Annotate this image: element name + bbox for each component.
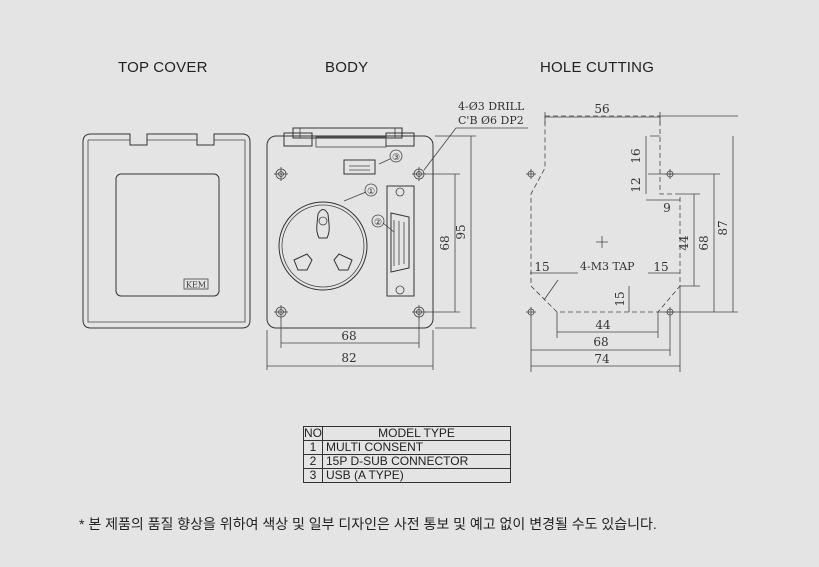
dim-hc-9: 9 (663, 201, 671, 215)
top-cover-view: KEM (82, 133, 251, 329)
drill-note-2: C'B Ø6 DP2 (458, 114, 524, 127)
dim-hc-74h: 74 (594, 352, 610, 366)
tap-hole (526, 307, 536, 317)
mounting-hole (274, 305, 288, 319)
kem-logo: KEM (186, 281, 206, 290)
footnote: * 본 제품의 품질 향상을 위하여 색상 및 일부 디자인은 사전 통보 및 … (79, 516, 657, 532)
multi-socket (278, 201, 368, 291)
dim-hc-15-right: 15 (653, 260, 668, 274)
top-cover-title: TOP COVER (118, 59, 208, 76)
drill-note-1: 4-Ø3 DRILL (458, 100, 525, 113)
table-row: 1 MULTI CONSENT (303, 440, 511, 455)
dim-hc-87v: 87 (716, 220, 730, 235)
model-type-table: NO MODEL TYPE 1 MULTI CONSENT 2 15P D-SU… (303, 426, 511, 483)
callout-2: ② (374, 217, 382, 227)
tap-hole (526, 169, 536, 179)
dim-body-82h: 82 (341, 351, 356, 365)
hole-cutting-title: HOLE CUTTING (540, 59, 655, 76)
header-model-type: MODEL TYPE (322, 426, 511, 441)
dim-hc-16: 16 (629, 148, 643, 163)
body-title: BODY (325, 59, 369, 76)
dim-hc-56: 56 (594, 102, 609, 116)
mounting-hole (412, 167, 426, 181)
dim-hc-15-vert: 15 (613, 291, 627, 306)
body-view: ① ② ③ 4-Ø3 DRILL C'B Ø6 DP2 68 95 68 82 (266, 100, 528, 370)
dsub-connector (386, 185, 415, 297)
dim-hc-12: 12 (629, 177, 643, 192)
hole-cutting-view: 56 16 12 9 44 68 87 4-M3 TAP 15 15 15 44… (526, 102, 738, 372)
header-no: NO (303, 426, 323, 441)
dim-hc-68v: 68 (697, 235, 711, 250)
callout-3: ③ (392, 152, 400, 162)
table-row: 3 USB (A TYPE) (303, 468, 511, 483)
dim-body-68v: 68 (438, 235, 452, 250)
dim-hc-44h: 44 (595, 318, 611, 332)
dim-hc-15-left: 15 (534, 260, 549, 274)
table-header-row: NO MODEL TYPE (303, 426, 511, 441)
dim-body-95v: 95 (454, 224, 468, 239)
callout-1: ① (367, 186, 375, 196)
tap-note: 4-M3 TAP (580, 260, 635, 273)
mounting-hole (274, 167, 288, 181)
dim-hc-68h: 68 (593, 335, 608, 349)
table-row: 2 15P D-SUB CONNECTOR (303, 454, 511, 469)
dim-body-68h: 68 (341, 329, 356, 343)
dim-hc-44v: 44 (677, 235, 691, 251)
usb-port (343, 159, 376, 175)
mounting-hole (412, 305, 426, 319)
